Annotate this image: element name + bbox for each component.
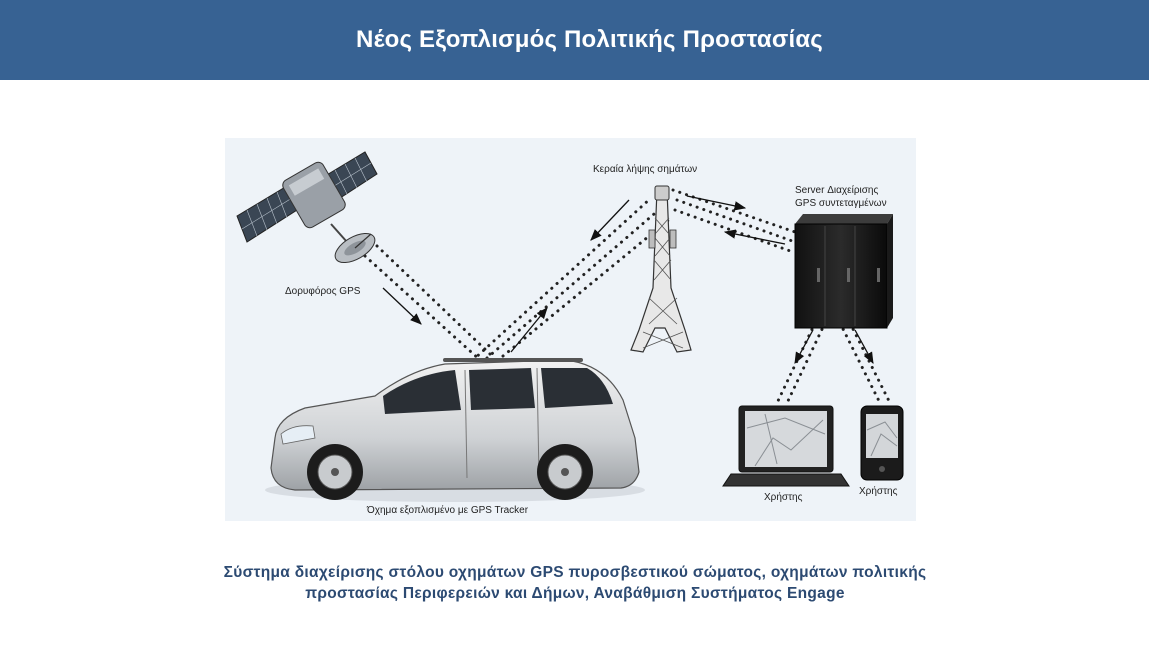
user-phone-label: Χρήστης — [859, 486, 898, 497]
vehicle-label: Όχημα εξοπλισμένο με GPS Tracker — [367, 505, 529, 516]
caption-line-2: προστασίας Περιφερειών και Δήμων, Αναβάθ… — [305, 585, 845, 602]
antenna-tower-icon — [630, 185, 692, 353]
page-title: Νέος Εξοπλισμός Πολιτικής Προστασίας — [356, 26, 823, 53]
signal-arrows — [382, 195, 874, 365]
satellite-icon — [236, 151, 378, 264]
smartphone-icon — [860, 405, 904, 481]
laptop-icon — [722, 405, 850, 487]
server-label-line2: GPS συντεταγμένων — [795, 198, 887, 209]
server-rack-icon — [794, 214, 893, 329]
car-icon — [265, 358, 645, 502]
caption-line-1: Σύστημα διαχείρισης στόλου οχημάτων GPS … — [223, 564, 927, 581]
user-laptop-label: Χρήστης — [764, 492, 803, 503]
satellite-label: Δορυφόρος GPS — [285, 286, 361, 297]
antenna-label: Κεραία λήψης σημάτων — [593, 164, 698, 175]
page-header: Νέος Εξοπλισμός Πολιτικής Προστασίας — [0, 0, 1149, 80]
server-label-line1: Server Διαχείρισης — [795, 185, 879, 196]
diagram-graphics — [236, 151, 904, 502]
diagram-caption: Σύστημα διαχείρισης στόλου οχημάτων GPS … — [100, 562, 1050, 604]
gps-fleet-diagram: Δορυφόρος GPS Κεραία λήψης σημάτων Serve… — [225, 138, 916, 521]
